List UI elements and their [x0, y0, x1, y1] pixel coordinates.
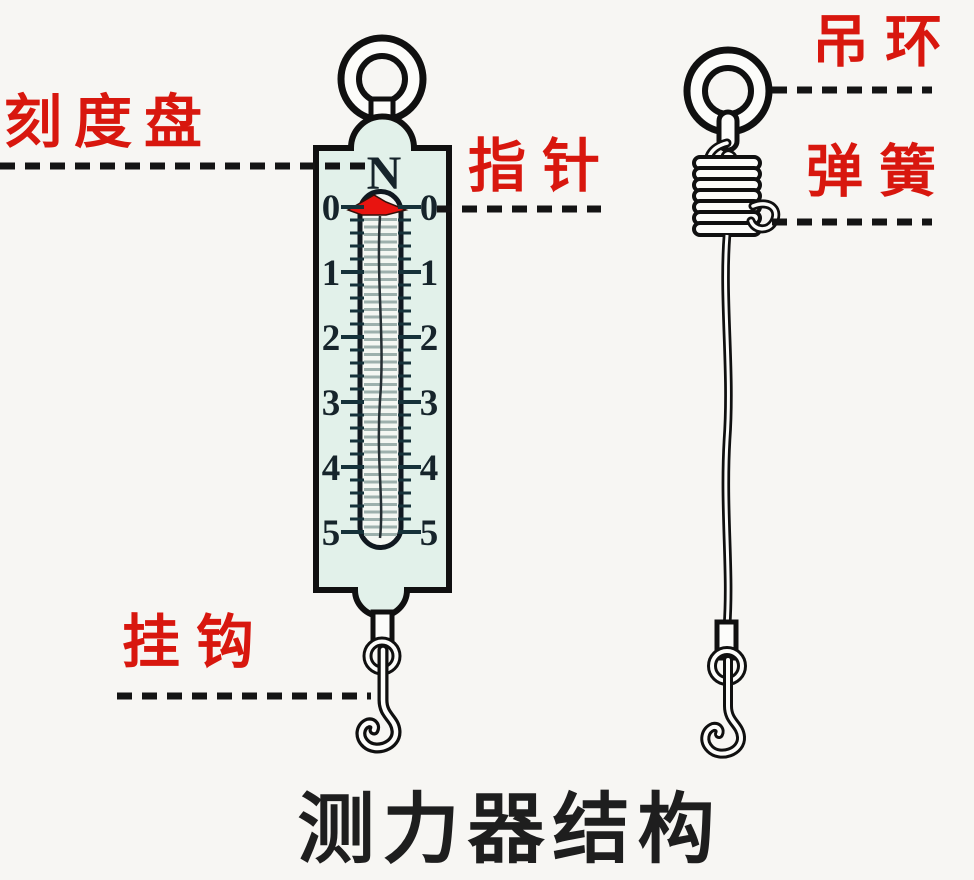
right-spring-assembly	[683, 46, 781, 759]
pointer-label: 指针	[468, 134, 617, 199]
scale-numbers-left: 0 1 2 3 4 5	[322, 188, 341, 554]
hook-label: 挂钩	[122, 610, 271, 675]
scale-number: 3	[322, 383, 341, 424]
bottom-hook-left-icon	[355, 644, 402, 754]
spring-label: 弹簧	[806, 141, 952, 204]
left-dynamometer: N 0 1 2 3 4 5 0 1	[313, 34, 452, 754]
bottom-hook-right-icon	[700, 655, 746, 759]
tick-marks-left-major	[341, 205, 364, 534]
scale-number: 4	[420, 448, 439, 489]
ring-label: 吊环	[812, 11, 958, 74]
scale-number: 4	[322, 448, 341, 489]
scale-number: 0	[420, 188, 439, 229]
scale-number: 3	[420, 383, 439, 424]
scale-number: 2	[420, 318, 439, 359]
coil-center-wire	[377, 215, 383, 539]
scale-number: 1	[322, 253, 341, 294]
scale-numbers-right: 0 1 2 3 4 5	[420, 188, 439, 554]
tick-marks-right-major	[398, 205, 421, 534]
scale-number: 0	[322, 188, 341, 229]
tick-marks-left-minor	[350, 218, 364, 521]
scale-number: 5	[420, 513, 439, 554]
dial-label: 刻度盘	[4, 90, 215, 155]
hanging-ring-left-icon	[337, 34, 427, 124]
pointer-needle	[346, 194, 409, 216]
scale-number: 5	[322, 513, 341, 554]
tick-marks-right-minor	[398, 218, 411, 521]
spring-wire	[721, 234, 733, 627]
scale-number: 1	[420, 253, 439, 294]
scale-number: 2	[322, 318, 341, 359]
diagram-title: 测力器结构	[297, 787, 723, 873]
